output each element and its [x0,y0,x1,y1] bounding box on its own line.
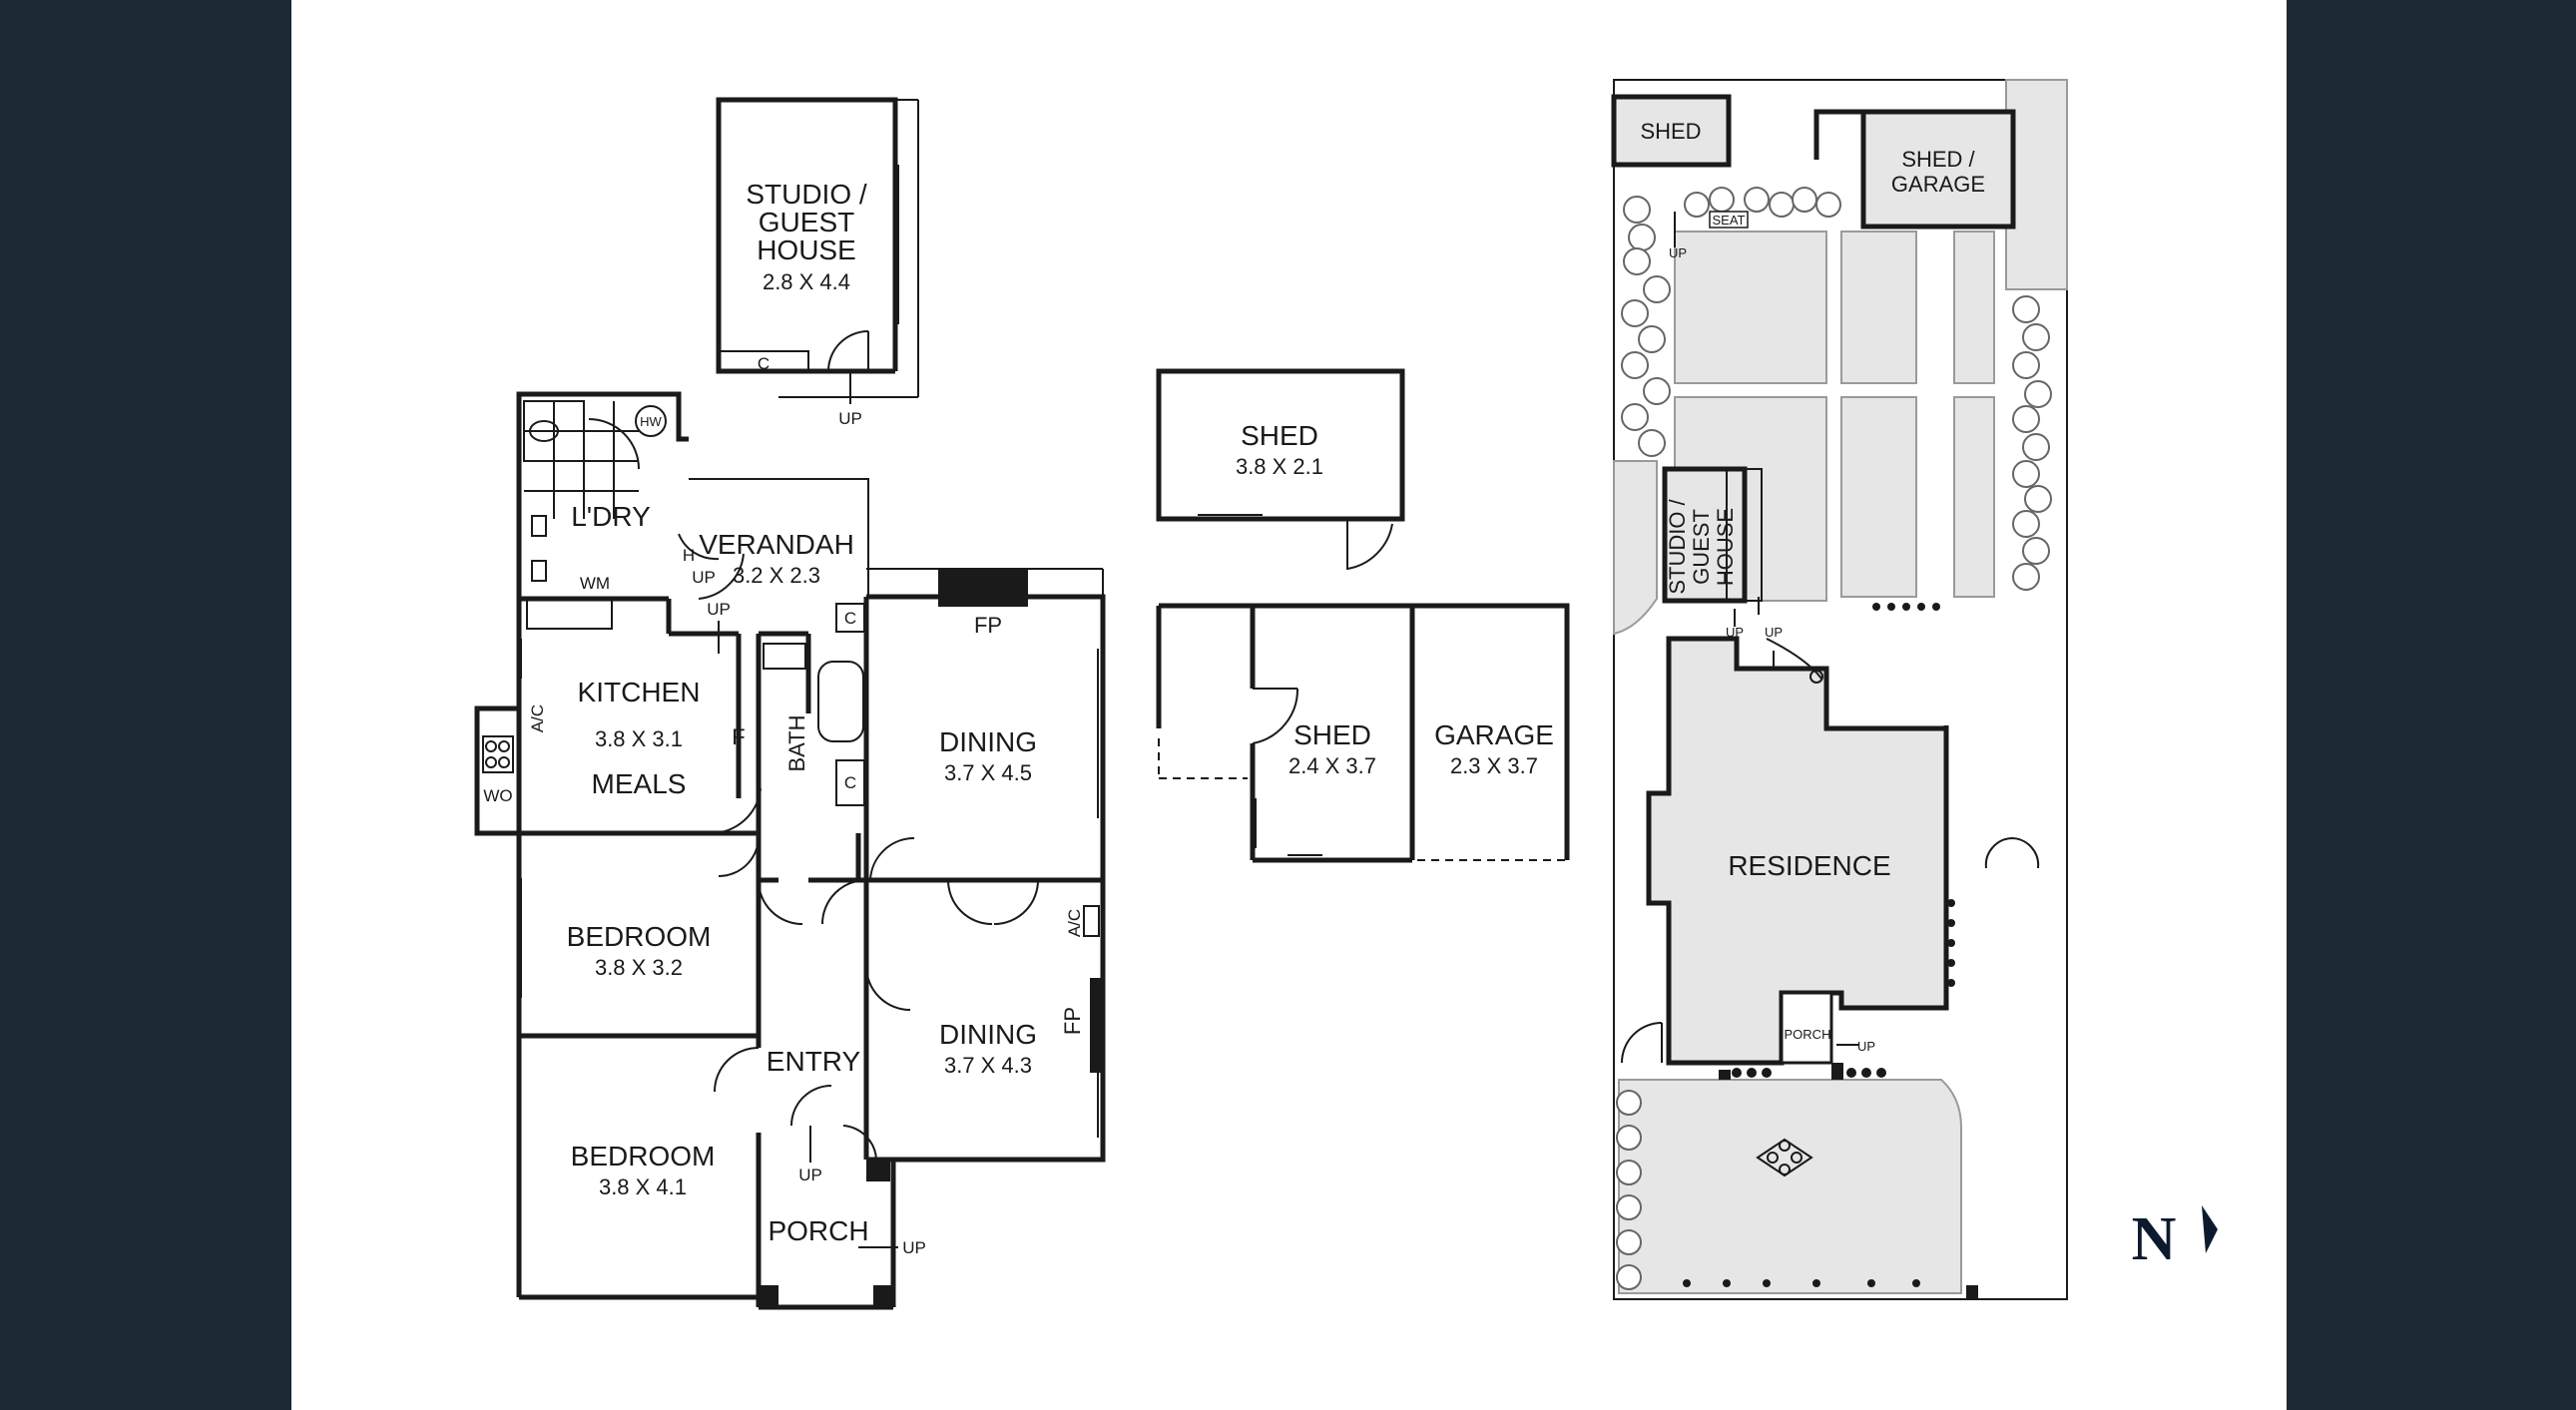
site-studio-label-2: GUEST [1689,509,1714,585]
studio-label-3: HOUSE [757,235,856,265]
north-arrow-icon [2202,1205,2218,1253]
garage-dimensions: 2.3 X 3.7 [1450,753,1538,778]
bedroom-2-dimensions: 3.8 X 4.1 [599,1175,687,1199]
dining-2-label: DINING [939,1019,1037,1050]
shed-2-dimensions: 2.4 X 3.7 [1288,753,1376,778]
bedroom-1-label: BEDROOM [567,921,712,952]
porch-post-3 [866,1160,890,1181]
bedroom-2-label: BEDROOM [571,1141,716,1172]
porch-post-1 [759,1285,778,1307]
fridge-label: F [732,724,745,749]
air-con-label-2: A/C [1065,909,1084,937]
meals-label: MEALS [592,768,687,799]
shed-1-dimensions: 3.8 X 2.1 [1236,454,1323,479]
studio-cupboard-label: C [758,354,770,373]
studio-dimensions: 2.8 X 4.4 [763,269,850,294]
sheds-garage [1156,368,1570,863]
studio-up-label: UP [838,409,862,428]
air-con-label-1: A/C [528,705,547,732]
shed-2-label: SHED [1293,719,1371,750]
site-shed-garage-label: SHED / [1901,147,1975,172]
site-shed-garage-label-2: GARAGE [1891,172,1985,197]
bath-label: BATH [784,714,809,771]
wall-oven-label: WO [483,786,512,805]
site-up-label-2: UP [1726,625,1744,640]
cupboard-label-2: C [844,773,856,792]
studio-guest-house [716,97,919,398]
studio-label-2: GUEST [759,207,854,237]
studio-label: STUDIO / [746,179,867,210]
shed-1-label: SHED [1241,420,1318,451]
site-seat-label: SEAT [1713,213,1746,228]
site-up-label-3: UP [1765,625,1783,640]
entry-label: ENTRY [767,1046,861,1077]
house-fixtures [482,400,1100,1298]
bedroom-1-dimensions: 3.8 X 3.2 [595,955,683,980]
dining-2-dimensions: 3.7 X 4.3 [944,1053,1032,1078]
site-studio-label-3: HOUSE [1713,508,1738,586]
washing-machine-label: WM [580,574,610,593]
laundry-label: L'DRY [571,501,651,532]
kitchen-label: KITCHEN [578,677,701,707]
fireplace-1 [938,569,1028,607]
site-porch-up-label: UP [1857,1039,1875,1054]
garage-label: GARAGE [1434,719,1554,750]
laundry-up-label: UP [692,568,716,587]
fireplace-label-2: FP [1060,1007,1085,1035]
verandah-up-label: UP [707,600,731,619]
site-porch-label: PORCH [1785,1027,1831,1042]
verandah-dimensions: 3.2 X 2.3 [733,563,820,588]
fireplace-label-1: FP [974,613,1002,638]
residence-label: RESIDENCE [1728,850,1890,881]
dining-1-label: DINING [939,726,1037,757]
site-plan [1611,79,2068,1300]
site-up-label-1: UP [1669,245,1687,260]
site-water-feature [1756,1138,1813,1177]
site-shed-label: SHED [1640,119,1701,144]
site-studio-label: STUDIO / [1665,498,1690,594]
porch-post-2 [873,1285,893,1307]
hot-water-label: HW [640,414,662,429]
verandah-label: VERANDAH [699,529,854,560]
laundry-h-label: H [683,546,695,565]
north-label: N [2132,1205,2177,1273]
cupboard-label-1: C [844,609,856,628]
entry-up-label: UP [798,1166,822,1184]
porch-label: PORCH [768,1215,868,1246]
kitchen-dimensions: 3.8 X 3.1 [595,726,683,751]
fireplace-2 [1090,978,1104,1073]
porch-up-label: UP [902,1238,926,1257]
dining-1-dimensions: 3.7 X 4.5 [944,760,1032,785]
